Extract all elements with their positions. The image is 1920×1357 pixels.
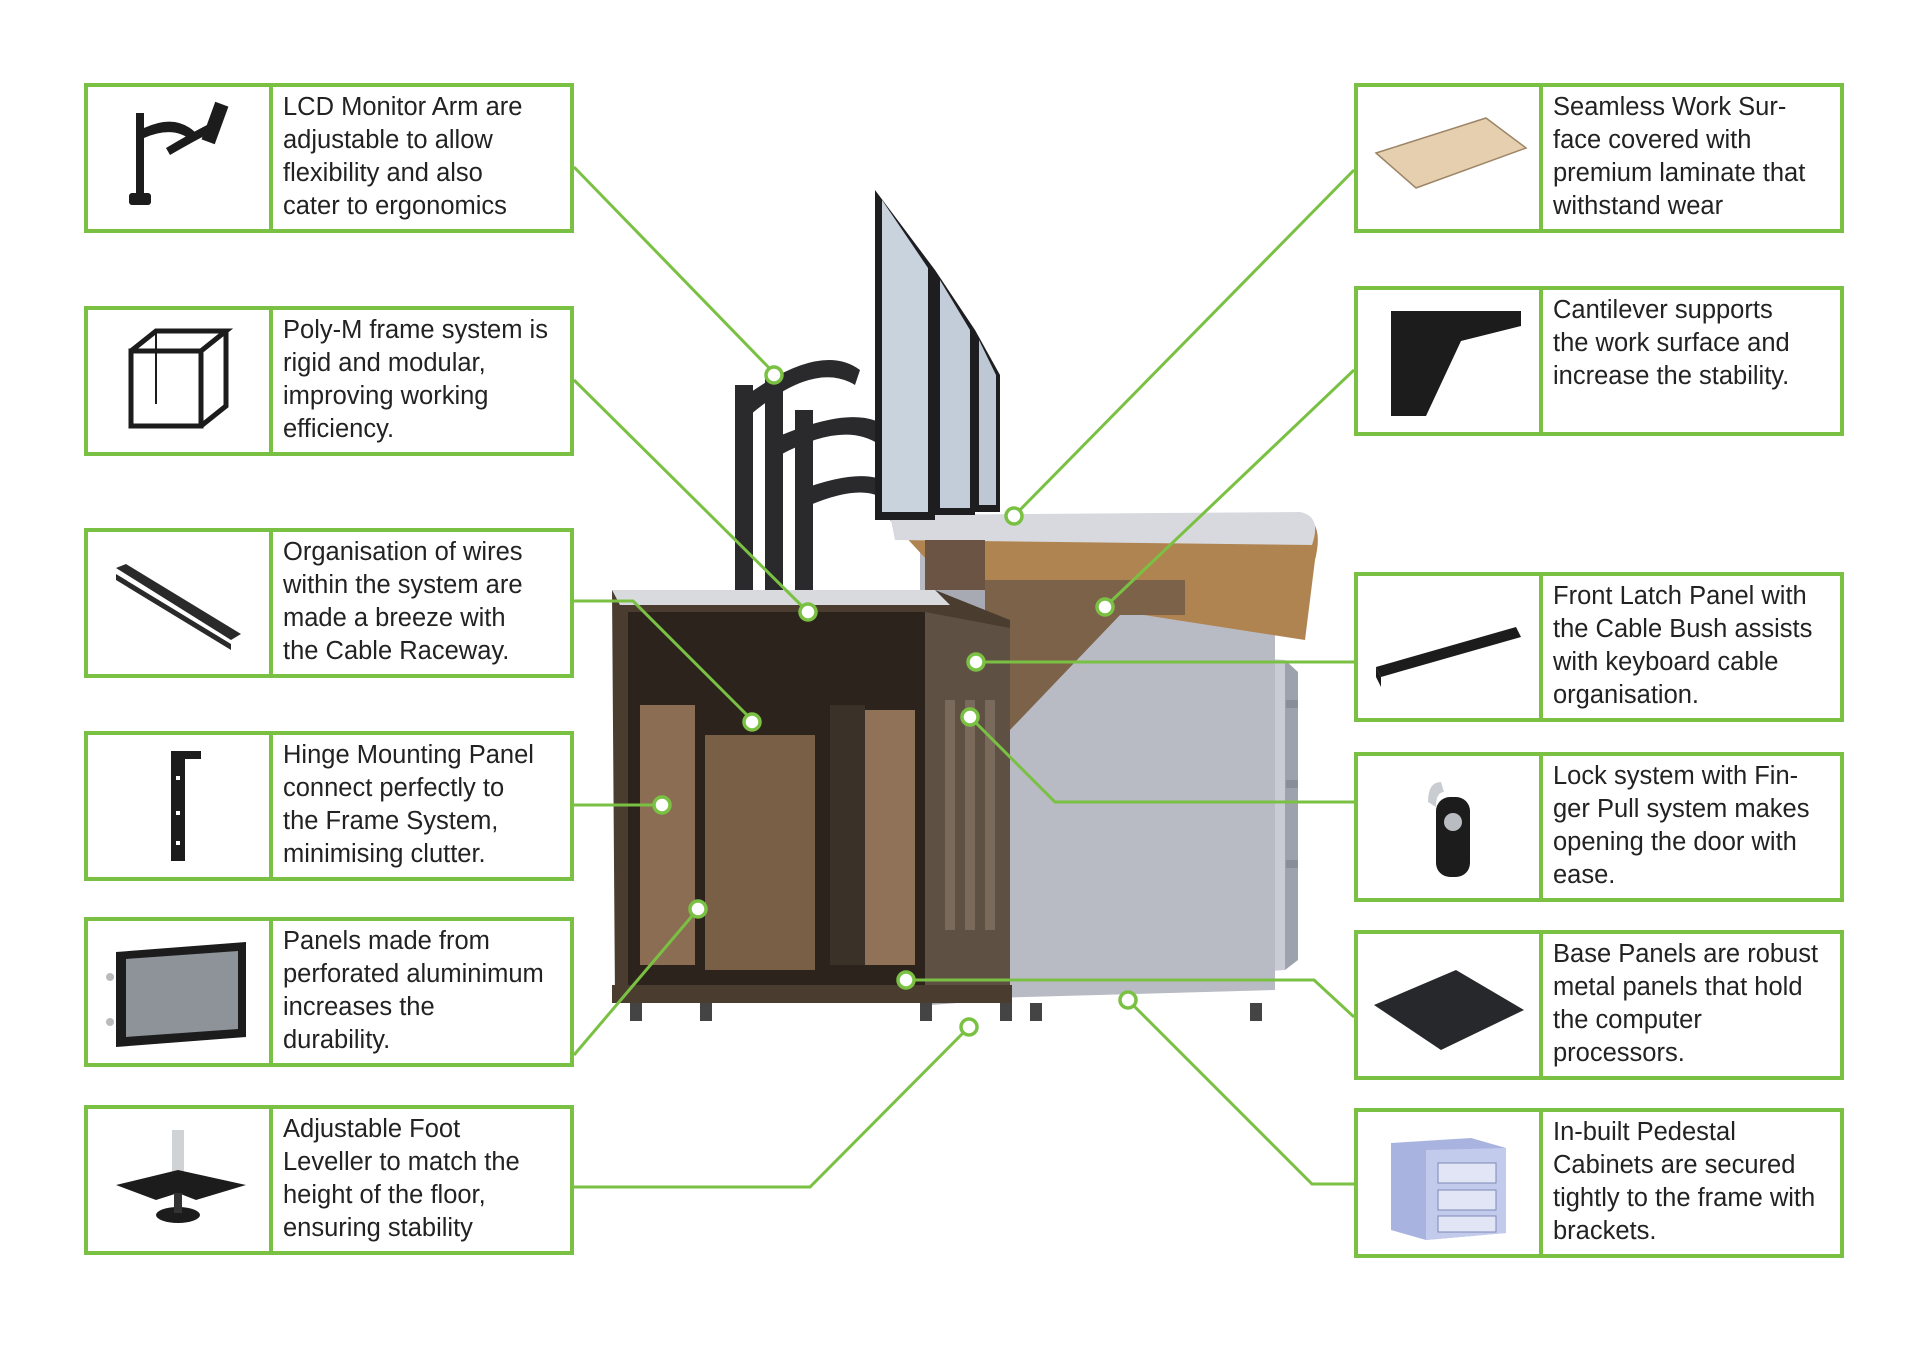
callout-text: In-built Pedestal Cabinets are secured t…	[1553, 1118, 1816, 1245]
callout-perforated-panels: Panels made from perforated aluminimum i…	[84, 917, 574, 1067]
base-panel-icon	[1358, 934, 1543, 1076]
dot-cantilever	[1095, 597, 1115, 617]
work-surface-icon	[1358, 87, 1543, 229]
callout-text: Seamless Work Sur- face covered with pre…	[1553, 93, 1806, 220]
cable-raceway-icon	[88, 532, 273, 674]
callout-text: Organisation of wires within the system …	[283, 538, 523, 665]
perforated-panel-icon	[88, 921, 273, 1063]
callout-text: Panels made from perforated aluminimum i…	[283, 927, 544, 1054]
leader-dots	[652, 365, 1138, 1037]
callout-text: Lock system with Fin- ger Pull system ma…	[1553, 762, 1810, 889]
cube-frame-icon	[88, 310, 273, 452]
frame-cabinet	[612, 590, 1262, 1021]
callout-cantilever: Cantilever supports the work surface and…	[1354, 286, 1844, 436]
cantilever-bracket-icon	[1358, 290, 1543, 432]
callout-front-latch-panel: Front Latch Panel with the Cable Bush as…	[1354, 572, 1844, 722]
callout-pedestal-cabinets: In-built Pedestal Cabinets are secured t…	[1354, 1108, 1844, 1258]
callout-lcd-monitor-arm: LCD Monitor Arm are adjustable to allow …	[84, 83, 574, 233]
monitor-arm-icon	[88, 87, 273, 229]
dot-base	[896, 970, 916, 990]
callout-text: Adjustable Foot Leveller to match the he…	[283, 1115, 520, 1242]
callout-text: LCD Monitor Arm are adjustable to allow …	[283, 93, 523, 220]
callout-text: Front Latch Panel with the Cable Bush as…	[1553, 582, 1813, 709]
callout-work-surface: Seamless Work Sur- face covered with pre…	[1354, 83, 1844, 233]
dot-lock	[960, 707, 980, 727]
callout-foot-leveller: Adjustable Foot Leveller to match the he…	[84, 1105, 574, 1255]
dot-raceway	[742, 712, 762, 732]
callout-cable-raceway: Organisation of wires within the system …	[84, 528, 574, 678]
callout-hinge-mounting-panel: Hinge Mounting Panel connect perfectly t…	[84, 731, 574, 881]
leader-lines	[572, 165, 1356, 1189]
dot-panels	[688, 899, 708, 919]
callout-text: Poly-M frame system is rigid and modular…	[283, 316, 548, 443]
foot-leveller-icon	[88, 1109, 273, 1251]
callout-poly-m-frame: Poly-M frame system is rigid and modular…	[84, 306, 574, 456]
dot-foot	[959, 1017, 979, 1037]
callout-lock-system: Lock system with Fin- ger Pull system ma…	[1354, 752, 1844, 902]
callout-text: Base Panels are robust metal panels that…	[1553, 940, 1819, 1067]
callout-text: Hinge Mounting Panel connect perfectly t…	[283, 741, 534, 868]
dot-surface	[1004, 506, 1024, 526]
pedestal-cabinet-icon	[1358, 1112, 1543, 1254]
callout-base-panels: Base Panels are robust metal panels that…	[1354, 930, 1844, 1080]
dot-latch	[966, 652, 986, 672]
monitors	[875, 190, 1000, 520]
hinge-panel-icon	[88, 735, 273, 877]
dot-hinge	[652, 795, 672, 815]
work-surface	[890, 512, 1318, 735]
lock-icon	[1358, 756, 1543, 898]
dot-pedestal	[1118, 990, 1138, 1010]
dot-frame	[798, 602, 818, 622]
callout-text: Cantilever supports the work surface and…	[1553, 296, 1790, 390]
latch-panel-icon	[1358, 576, 1543, 718]
dot-monitor-arm	[764, 365, 784, 385]
